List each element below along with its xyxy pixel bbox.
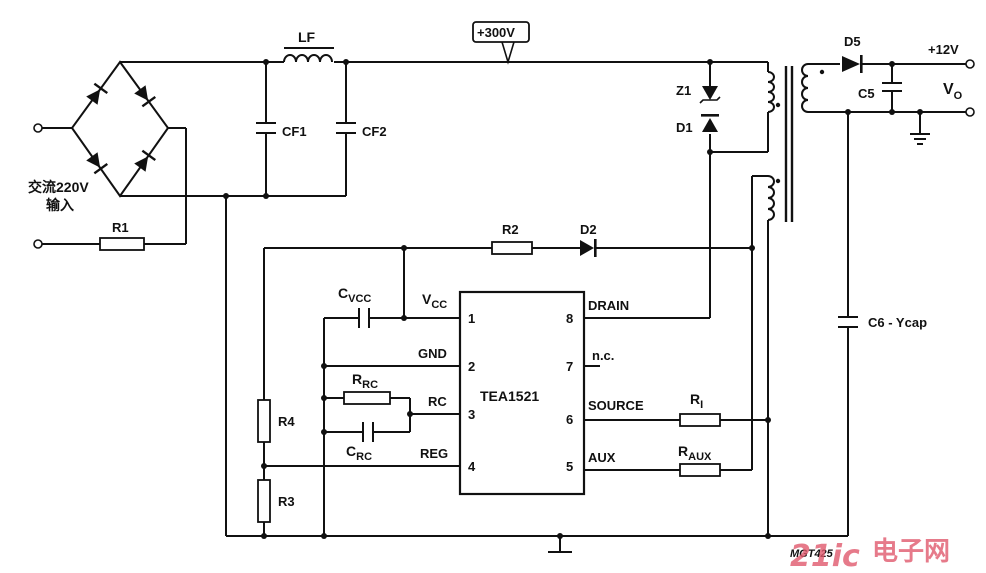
label-d5: D5 xyxy=(844,34,861,49)
capacitor-c6 xyxy=(838,316,858,328)
watermark-text: 电子网 xyxy=(872,537,950,567)
ground-symbol xyxy=(910,133,930,145)
label-12v: +12V xyxy=(928,42,959,57)
pin-3: 3 xyxy=(468,407,475,422)
label-ri: RI xyxy=(690,391,703,411)
label-cf2: CF2 xyxy=(362,124,387,139)
pin-7: 7 xyxy=(566,359,573,374)
label-r4: R4 xyxy=(278,414,295,429)
resistor-rrc xyxy=(343,391,391,405)
pin-2: 2 xyxy=(468,359,475,374)
capacitor-c5 xyxy=(882,82,902,92)
label-d2: D2 xyxy=(580,222,597,237)
label-r3: R3 xyxy=(278,494,295,509)
junction-dots xyxy=(223,59,923,539)
label-z1: Z1 xyxy=(676,83,691,98)
capacitor-cf2 xyxy=(336,122,356,134)
zener-z1 xyxy=(699,86,721,104)
label-c6: C6 - Ycap xyxy=(868,315,927,330)
resistor-r2 xyxy=(491,241,533,255)
label-raux: RAUX xyxy=(678,443,712,463)
ic-name: TEA1521 xyxy=(480,388,539,404)
label-source: SOURCE xyxy=(588,398,644,413)
capacitor-crc xyxy=(362,422,374,442)
label-rrc: RRC xyxy=(352,371,378,391)
label-cvcc: CVCC xyxy=(338,285,371,305)
label-cf1: CF1 xyxy=(282,124,307,139)
diode-d5 xyxy=(842,55,863,73)
pin-6: 6 xyxy=(566,412,573,427)
capacitor-cf1 xyxy=(256,122,276,134)
label-c5: C5 xyxy=(858,86,875,101)
label-aux: AUX xyxy=(588,450,616,465)
label-r1: R1 xyxy=(112,220,129,235)
watermark: 21ic 电子网 xyxy=(790,537,950,573)
label-r2: R2 xyxy=(502,222,519,237)
transformer xyxy=(767,63,825,222)
capacitor-cvcc xyxy=(358,308,370,328)
v300-flag xyxy=(472,21,530,65)
resistor-ri xyxy=(679,413,721,427)
label-reg: REG xyxy=(420,446,448,461)
label-d1: D1 xyxy=(676,120,693,135)
bridge-rectifier xyxy=(86,82,156,175)
label-gnd: GND xyxy=(418,346,447,361)
label-lf: LF xyxy=(298,29,316,45)
pin-8: 8 xyxy=(566,311,573,326)
watermark-number: 21ic xyxy=(790,539,860,573)
label-nc: n.c. xyxy=(592,348,614,363)
diode-d2 xyxy=(580,239,597,257)
resistor-r3 xyxy=(257,479,271,523)
pin-1: 1 xyxy=(468,311,475,326)
resistor-r1 xyxy=(99,237,145,251)
pin-4: 4 xyxy=(468,459,476,474)
label-vcc: VCC xyxy=(422,291,447,311)
pin-5: 5 xyxy=(566,459,573,474)
output-terminal-plus xyxy=(965,59,975,69)
diode-d1 xyxy=(701,114,719,132)
label-ac-input-2: 输入 xyxy=(46,197,74,213)
resistor-raux xyxy=(679,463,721,477)
label-300v: +300V xyxy=(477,25,515,40)
label-vo: VO xyxy=(943,81,963,102)
label-crc: CRC xyxy=(346,443,372,463)
labels: LF +300V D5 +12V C5 VO Z1 D1 CF1 CF2 交流2… xyxy=(28,25,963,560)
label-drain: DRAIN xyxy=(588,298,629,313)
output-terminal-minus xyxy=(965,107,975,117)
inductor-lf xyxy=(283,47,334,63)
wires xyxy=(33,60,966,553)
label-rc: RC xyxy=(428,394,447,409)
label-mgt: MGT425 xyxy=(790,548,834,560)
resistor-r4 xyxy=(257,399,271,443)
label-ac-input: 交流220V xyxy=(28,179,89,195)
ic-tea1521 xyxy=(458,290,586,496)
